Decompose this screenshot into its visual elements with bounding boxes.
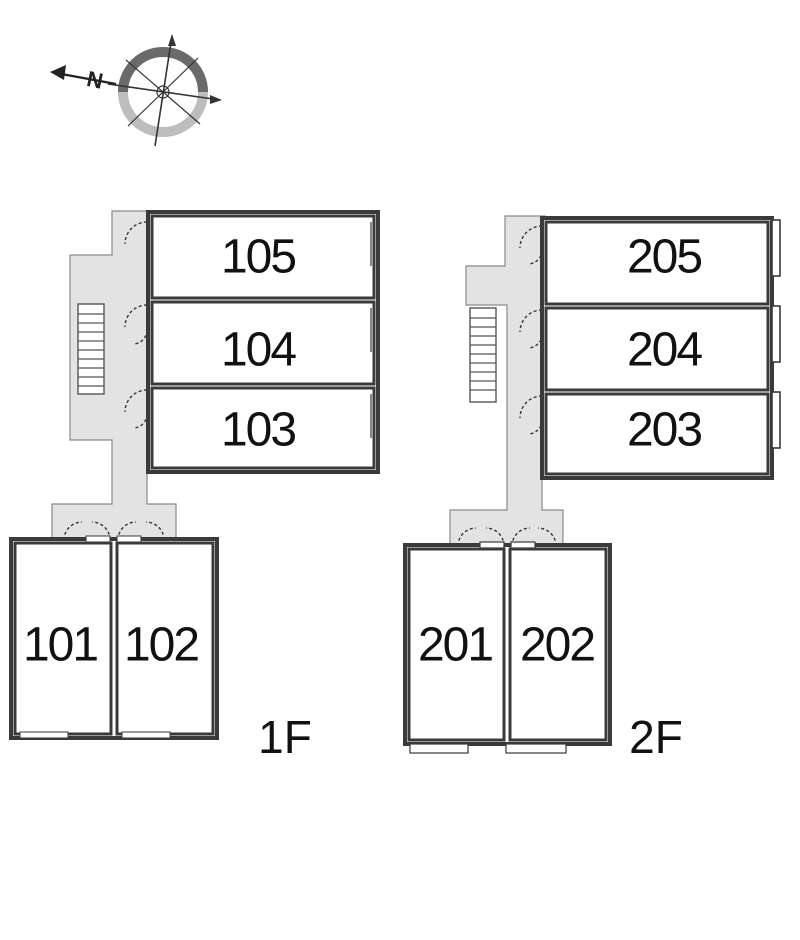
unit-number: 202 (520, 619, 594, 672)
floor-1f-plan: 105 104 103 101 102 (9, 210, 380, 763)
unit-number: 205 (627, 231, 701, 284)
unit-203[interactable]: 203 (544, 392, 770, 476)
unit-number: 204 (627, 324, 702, 377)
unit-number: 101 (23, 619, 97, 672)
unit-number: 104 (221, 324, 296, 377)
unit-201[interactable]: 201 (407, 547, 506, 742)
unit-103[interactable]: 103 (150, 386, 376, 470)
unit-102[interactable]: 102 (115, 541, 215, 736)
unit-202[interactable]: 202 (508, 547, 608, 742)
compass-rose-icon (50, 34, 222, 147)
unit-101[interactable]: 101 (13, 541, 113, 736)
unit-number: 201 (418, 619, 492, 672)
compass-north-label: N (85, 66, 106, 94)
staircase-1f (77, 303, 105, 395)
unit-204[interactable]: 204 (544, 306, 770, 392)
unit-number: 203 (627, 404, 701, 457)
floor-label-1f: 1F (258, 711, 312, 763)
unit-105[interactable]: 105 (150, 214, 376, 300)
floor-2f-plan: 205 204 203 201 202 (403, 215, 781, 763)
unit-205[interactable]: 205 (544, 220, 770, 306)
unit-number: 105 (221, 231, 295, 284)
balconies-2f (771, 219, 781, 449)
unit-number: 102 (124, 619, 198, 672)
floor-label-2f: 2F (629, 711, 683, 763)
unit-104[interactable]: 104 (150, 300, 376, 386)
unit-number: 103 (221, 404, 295, 457)
staircase-2f (469, 307, 497, 403)
